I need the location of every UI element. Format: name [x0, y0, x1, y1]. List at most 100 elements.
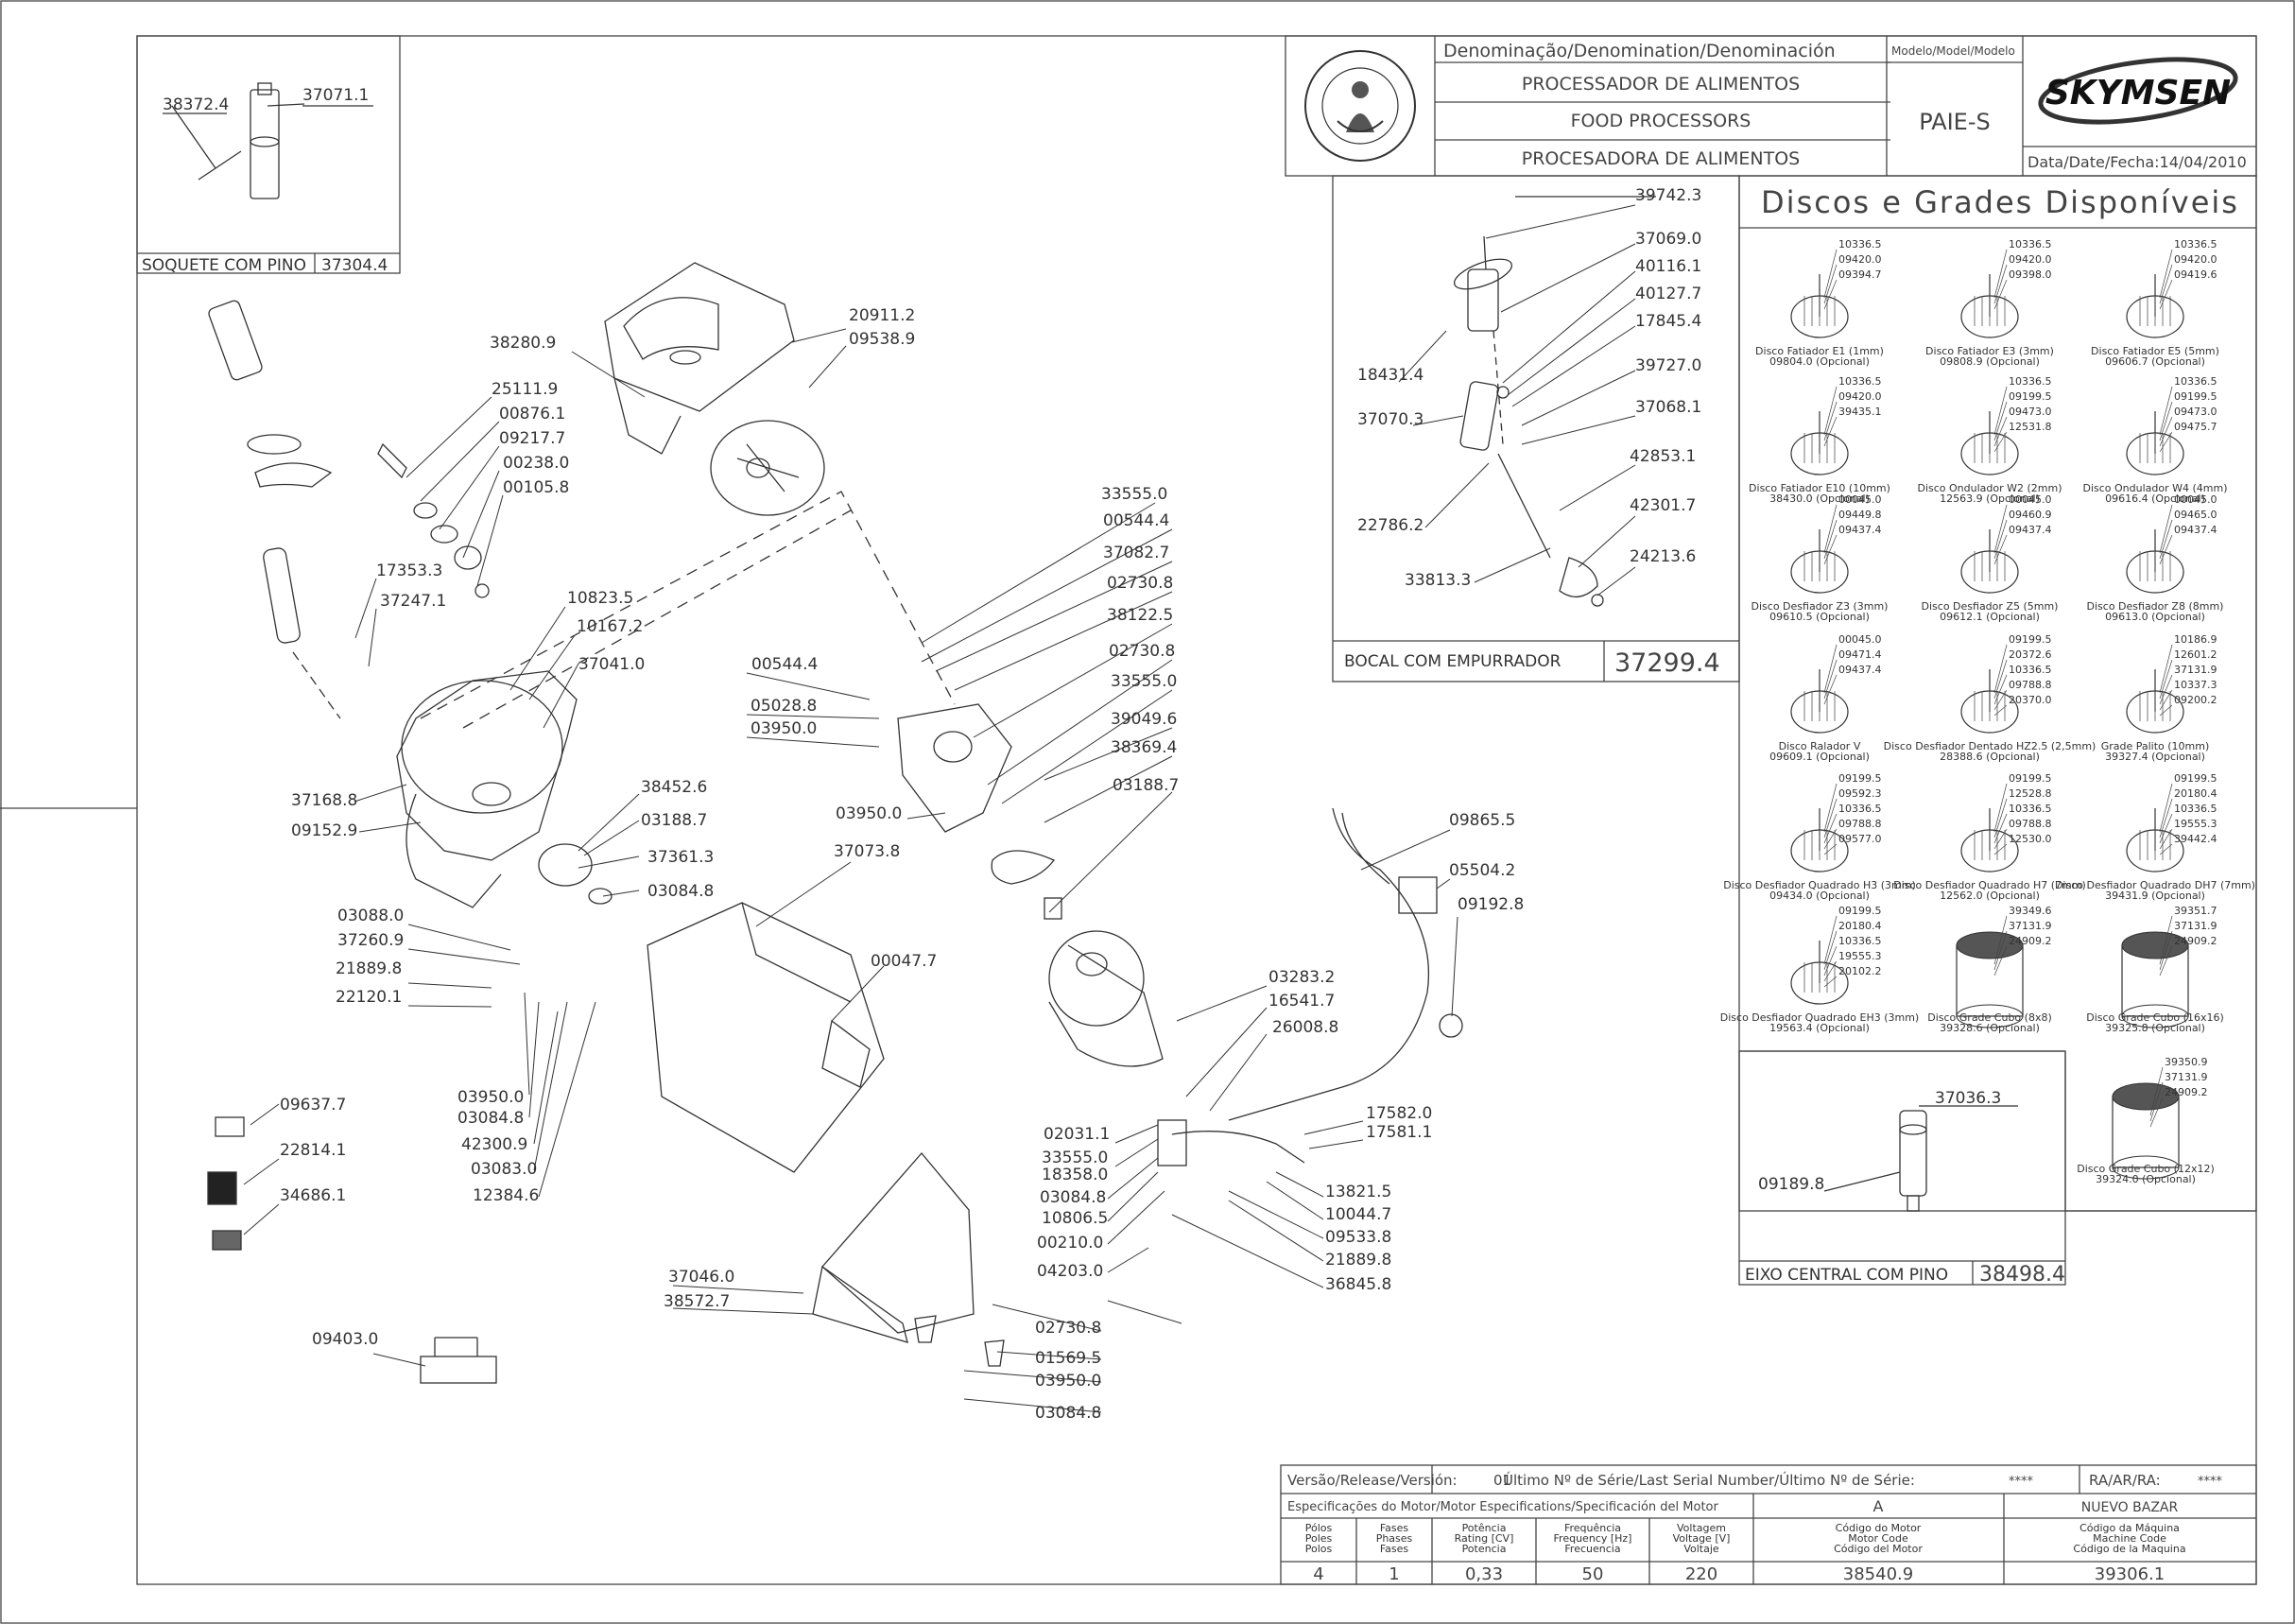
part-label: 17353.3: [376, 561, 442, 580]
motor-value-cell: 38540.9: [1843, 1564, 1913, 1584]
part-label: 37247.1: [380, 592, 446, 611]
part-label: 03083.0: [471, 1160, 537, 1179]
disc-leader: [1823, 843, 1838, 855]
bocal-part: 33813.3: [1405, 571, 1471, 590]
disc-part-label: 09449.8: [1838, 509, 1882, 521]
eixo-part: 09189.8: [1758, 1175, 1824, 1194]
disc-leader: [1823, 534, 1838, 565]
disc-leader: [1993, 798, 2008, 838]
disc-caption: 09808.9 (Opcional): [1940, 355, 2040, 368]
disc-item: 09199.520180.410336.519555.339442.4Disco…: [2055, 772, 2255, 902]
eixo-code: 38498.4: [1979, 1263, 2065, 1287]
svg-text:SKYMSEN: SKYMSEN: [2045, 74, 2231, 112]
part-label: 00876.1: [499, 405, 565, 423]
main-assembly-drawing: [207, 262, 1463, 1384]
part-label: 03950.0: [836, 804, 902, 823]
model-header: Modelo/Model/Modelo: [1891, 44, 2015, 58]
part-label: 17582.0: [1366, 1104, 1432, 1123]
disc-part-label: 10337.3: [2174, 679, 2217, 691]
disc-leader: [2159, 519, 2173, 560]
disc-caption: 09616.4 (Opcional): [2105, 492, 2205, 505]
disc-leader: [2159, 813, 2173, 844]
motor-header-cell: Phases: [1376, 1532, 1413, 1545]
bocal-part: 42301.7: [1630, 496, 1696, 515]
disc-leader: [2159, 431, 2173, 453]
bocal-part: 24213.6: [1630, 547, 1696, 566]
part-label: 09538.9: [849, 330, 915, 349]
disc-part-label: 12530.0: [2009, 833, 2052, 845]
disc-part-label: 09420.0: [2174, 253, 2217, 266]
disc-part-label: 09394.7: [1838, 268, 1882, 281]
part-label: 38572.7: [664, 1292, 730, 1311]
part-label: 03950.0: [457, 1088, 524, 1107]
disc-part-label: 20370.0: [2009, 694, 2052, 706]
motor-header-cell: Código da Máquina: [2079, 1522, 2180, 1534]
disc-leader: [2159, 249, 2173, 299]
part-label: 09637.7: [280, 1096, 346, 1114]
disc-part-label: 09437.4: [1838, 524, 1882, 536]
disc-caption: Disco Fatiador E5 (5mm): [2091, 345, 2219, 357]
disc-part-label: 20180.4: [2174, 787, 2217, 800]
bocal-part: 39742.3: [1635, 186, 1701, 205]
disc-caption: Disco Grade Cubo (16x16): [2086, 1011, 2224, 1024]
motor-header-cell: Rating [CV]: [1455, 1532, 1514, 1545]
name-es: PROCESADORA DE ALIMENTOS: [1522, 148, 1800, 169]
disc-caption: Disco Fatiador E3 (3mm): [1925, 345, 2054, 357]
disc-leader: [1993, 279, 2008, 310]
part-label: 37361.3: [647, 848, 714, 867]
part-label: 03084.8: [457, 1109, 524, 1128]
disc-leader: [1993, 504, 2008, 554]
disc-part-label: 09437.4: [2009, 524, 2052, 536]
disc-part-label: 09473.0: [2009, 406, 2052, 418]
disc-caption: 09606.7 (Opcional): [2105, 355, 2205, 368]
disc-caption: Disco Grade Cubo (12x12): [2077, 1163, 2215, 1175]
discs-title: Discos e Grades Disponíveis: [1761, 184, 2239, 220]
socket-code: 37304.4: [321, 256, 388, 275]
disc-caption: 38430.0 (Opcional): [1769, 492, 1870, 505]
disc-part-label: 09473.0: [2174, 406, 2217, 418]
disc-leader: [1993, 930, 2008, 971]
disc-leader: [2159, 386, 2173, 436]
disc-leader: [1823, 504, 1838, 554]
disc-part-label: 09475.7: [2174, 421, 2217, 433]
motor-header-cell: Potencia: [1462, 1543, 1507, 1555]
disc-caption: Disco Desfiador Dentado HZ2.5 (2,5mm): [1884, 740, 2097, 752]
part-label: 37260.9: [337, 931, 404, 950]
disc-leader: [1993, 828, 2008, 850]
disc-leader: [2159, 843, 2173, 855]
part-label: 18358.0: [1042, 1166, 1108, 1184]
disc-caption: 39324.0 (Opcional): [2096, 1173, 2196, 1185]
disc-part-label: 12531.8: [2009, 421, 2052, 433]
part-label: 38122.5: [1107, 606, 1173, 625]
disc-leader: [1993, 386, 2008, 436]
bocal-part: 40127.7: [1635, 285, 1701, 303]
disc-part-label: 10336.5: [2174, 375, 2217, 388]
disc-part-label: 39442.4: [2174, 833, 2217, 845]
disc-leader: [2159, 659, 2173, 700]
part-label: 00047.7: [871, 952, 937, 971]
bocal-part: 17845.4: [1635, 312, 1701, 331]
disc-caption: 12563.9 (Opcional): [1940, 492, 2040, 505]
disc-part-label: 09420.0: [1838, 390, 1882, 403]
cube-grid-base: [1956, 1004, 2024, 1028]
disc-part-label: 24909.2: [2174, 935, 2217, 947]
disc-caption: Disco Fatiador E10 (10mm): [1749, 482, 1890, 494]
part-label: 10167.2: [577, 617, 643, 636]
disc-caption: Disco Ondulador W2 (2mm): [1917, 482, 2062, 494]
part-label: 17581.1: [1366, 1123, 1432, 1142]
leader-lines: [243, 328, 1458, 1413]
part-label: 39049.6: [1111, 710, 1177, 729]
motor-header-cell: Voltaje: [1683, 1543, 1719, 1555]
serial-value: ****: [2009, 1475, 2034, 1489]
disc-leader: [2159, 264, 2173, 304]
disc-leader: [2159, 704, 2173, 717]
motor-header-cell: Poles: [1305, 1532, 1333, 1545]
part-label: 03084.8: [647, 882, 714, 901]
disc-leader: [1993, 704, 2008, 717]
disc-caption: 39328.6 (Opcional): [1940, 1022, 2040, 1034]
disc-part-label: 24909.2: [2009, 935, 2052, 947]
disc-part-label: 09788.8: [2009, 818, 2052, 830]
